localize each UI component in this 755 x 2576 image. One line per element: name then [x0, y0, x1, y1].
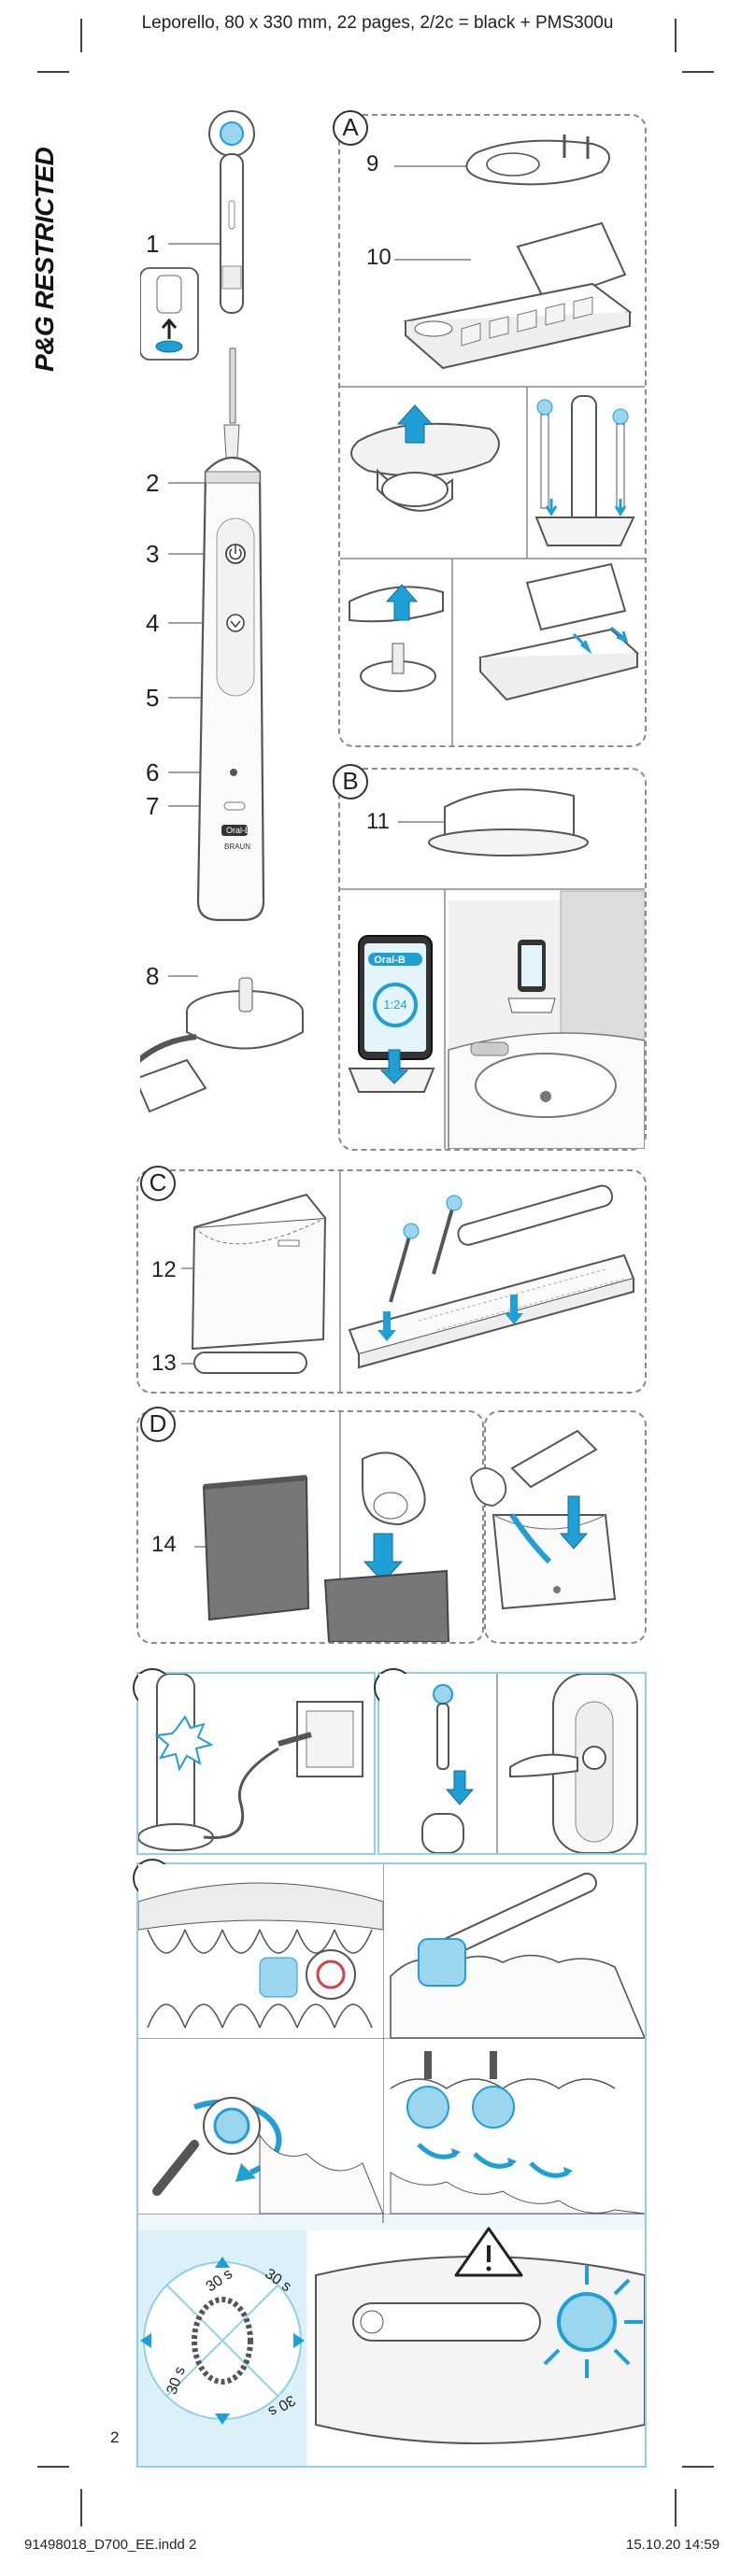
- section-a-box: [338, 114, 647, 747]
- toothbrush-illustration: [140, 110, 304, 1113]
- section-a-label: A: [333, 110, 368, 146]
- crop-mark: [682, 2466, 714, 2468]
- section-b-label: B: [333, 764, 368, 800]
- item-9-label: 9: [366, 151, 379, 177]
- section-b-illustrations: [340, 788, 645, 1149]
- crop-mark: [80, 2489, 82, 2526]
- crop-mark: [37, 71, 69, 73]
- section-c-illustrations: [181, 1171, 635, 1392]
- section-d-box-right: [484, 1410, 647, 1644]
- part-number-4: 4: [146, 609, 160, 637]
- item-14-label: 14: [151, 1532, 177, 1557]
- part-number-2: 2: [146, 469, 160, 497]
- crop-mark: [675, 19, 677, 52]
- phone-brand: Oral-B: [374, 955, 406, 966]
- handle-maker: BRAUN: [223, 842, 250, 851]
- restricted-label: P&G RESTRICTED: [30, 147, 59, 372]
- part-number-3: 3: [146, 540, 160, 568]
- part-number-7: 7: [146, 792, 160, 820]
- section-d-illustrations: [194, 1412, 617, 1642]
- crop-mark: [37, 2466, 69, 2468]
- step-3-illustrations: [138, 1864, 645, 2466]
- section-c-label: C: [140, 1166, 176, 1201]
- handle-brand: Oral-B: [225, 826, 250, 835]
- item-10-label: 10: [366, 245, 392, 270]
- print-header: Leporello, 80 x 330 mm, 22 pages, 2/2c =…: [141, 13, 614, 33]
- footer-file: 91498018_D700_EE.indd 2: [24, 2537, 197, 2553]
- section-d-box: [136, 1410, 484, 1644]
- step-1-panel: [136, 1672, 376, 1855]
- phone-timer: 1:24: [383, 998, 407, 1012]
- crop-mark: [682, 71, 714, 73]
- step-1-illustration: [138, 1674, 374, 1853]
- footer-date: 15.10.20 14:59: [626, 2537, 720, 2553]
- section-d-label: D: [140, 1407, 176, 1442]
- crop-mark: [80, 19, 82, 52]
- part-number-5: 5: [146, 684, 160, 712]
- section-b-box: [338, 768, 647, 1151]
- section-a-illustrations: [340, 134, 645, 745]
- part-number-8: 8: [146, 962, 160, 990]
- part-number-6: 6: [146, 758, 160, 786]
- item-13-label: 13: [151, 1351, 177, 1376]
- page-number: 2: [110, 2428, 120, 2446]
- part-number-1: 1: [146, 230, 160, 258]
- item-12-label: 12: [151, 1257, 177, 1282]
- crop-mark: [675, 2489, 677, 2526]
- warning-triangle-icon: [486, 2230, 497, 2242]
- step-2-panel: [378, 1672, 647, 1855]
- item-11-label: 11: [366, 809, 390, 834]
- step-2-illustration: [379, 1674, 645, 1853]
- section-c-box: [136, 1169, 647, 1394]
